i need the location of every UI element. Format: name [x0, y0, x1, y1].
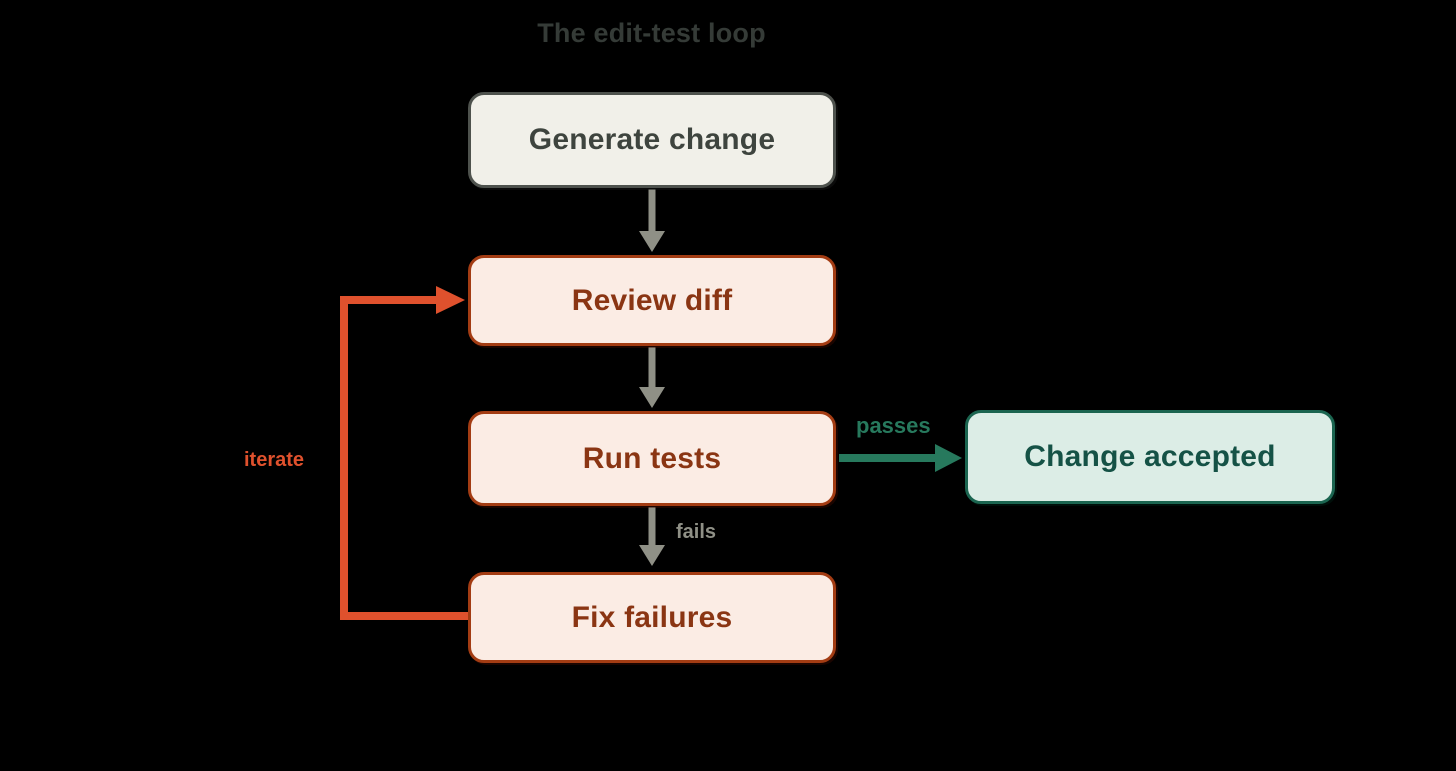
edge-label-fails: fails	[676, 521, 717, 543]
node-fix-failures: Fix failures	[468, 572, 836, 663]
node-fix-failures-label: Fix failures	[571, 600, 733, 634]
node-review-diff: Review diff	[468, 255, 836, 346]
node-review-diff-label: Review diff	[571, 283, 733, 317]
node-generate-change: Generate change	[468, 92, 836, 188]
arrow-run-to-fix	[639, 507, 665, 566]
edge-label-passes: passes	[856, 413, 931, 438]
arrow-run-to-accepted	[839, 444, 962, 472]
node-run-tests-label: Run tests	[582, 441, 722, 475]
arrow-review-to-run	[639, 347, 665, 408]
arrow-fix-to-review-loop	[340, 286, 468, 620]
diagram-title: The edit-test loop	[537, 18, 766, 48]
edge-label-iterate: iterate	[244, 449, 305, 471]
node-change-accepted: Change accepted	[965, 410, 1335, 504]
node-run-tests: Run tests	[468, 411, 836, 506]
node-change-accepted-label: Change accepted	[1024, 440, 1276, 473]
arrow-generate-to-review	[639, 189, 665, 252]
node-generate-change-label: Generate change	[528, 123, 776, 156]
